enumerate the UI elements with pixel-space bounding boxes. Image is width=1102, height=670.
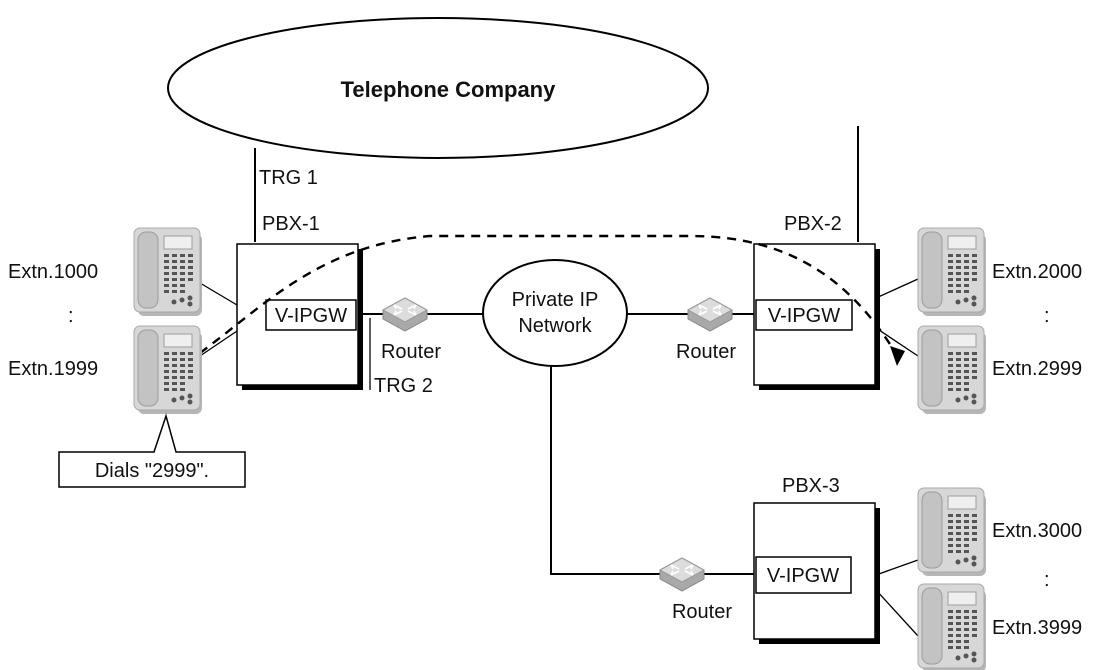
pbx-2-label: PBX-2 [784,213,842,235]
phone-extn-1000 [133,227,203,317]
pbx-3-gateway [755,556,852,594]
router-pbx2-label: Router [676,341,736,363]
telephone-company-label: Telephone Company [341,77,556,102]
phone-line-1999 [199,330,238,357]
extn-2000-label: Extn.2000 [992,261,1082,283]
router-pbx3-label: Router [672,601,732,623]
router-pbx2: Router [676,297,736,363]
pbx-1-gateway-label: V-IPGW [275,305,347,327]
extn-1000-label: Extn.1000 [8,261,98,283]
call-path [199,234,897,354]
phone-line-1000 [199,282,238,306]
extn-ellipsis-2: : [1044,305,1050,327]
pbx-3-gateway-label: V-IPGW [767,565,839,587]
trg2-label: TRG 2 [374,375,433,397]
trg1-label: TRG 1 [259,167,318,189]
call-path-arrowhead [890,346,905,366]
pbx-3: PBX-3 V-IPGW [753,475,880,644]
extn-ellipsis-1: : [68,305,74,327]
phone-extn-3000 [917,487,987,577]
pbx-1: PBX-1 V-IPGW [236,213,363,390]
phone-extn-1999 [133,325,203,415]
extn-ellipsis-3: : [1044,569,1050,591]
phone-line-2000 [875,278,919,299]
pbx-2-gateway-label: V-IPGW [768,305,840,327]
extn-2999-label: Extn.2999 [992,358,1082,380]
link-network-pbx3 [550,366,757,575]
phone-extn-3999 [917,583,987,670]
phone-extn-2000 [917,227,987,317]
phone-line-2999 [875,327,919,357]
pbx-2-gateway [755,299,853,331]
network-label-line1: Private IP [512,289,599,311]
extn-3999-label: Extn.3999 [992,617,1082,639]
dial-callout: Dials "2999". [58,413,246,488]
router-pbx1-label: Router [381,341,441,363]
dial-callout-text: Dials "2999". [95,460,209,482]
private-ip-network [482,259,628,367]
telephone-company-cloud [167,17,709,159]
phone-extn-2999 [917,325,987,415]
pbx-3-label: PBX-3 [782,475,840,497]
extn-1999-label: Extn.1999 [8,358,98,380]
router-pbx3: Router [659,557,732,623]
pbx-1-label: PBX-1 [262,213,320,235]
phone-line-3999 [875,589,919,637]
extn-3000-label: Extn.3000 [992,520,1082,542]
pbx-1-gateway [265,299,357,331]
phone-line-3000 [875,559,919,576]
network-label-line2: Network [518,315,592,337]
router-pbx1: Router [381,297,441,363]
pbx-2: PBX-2 V-IPGW [753,213,880,390]
